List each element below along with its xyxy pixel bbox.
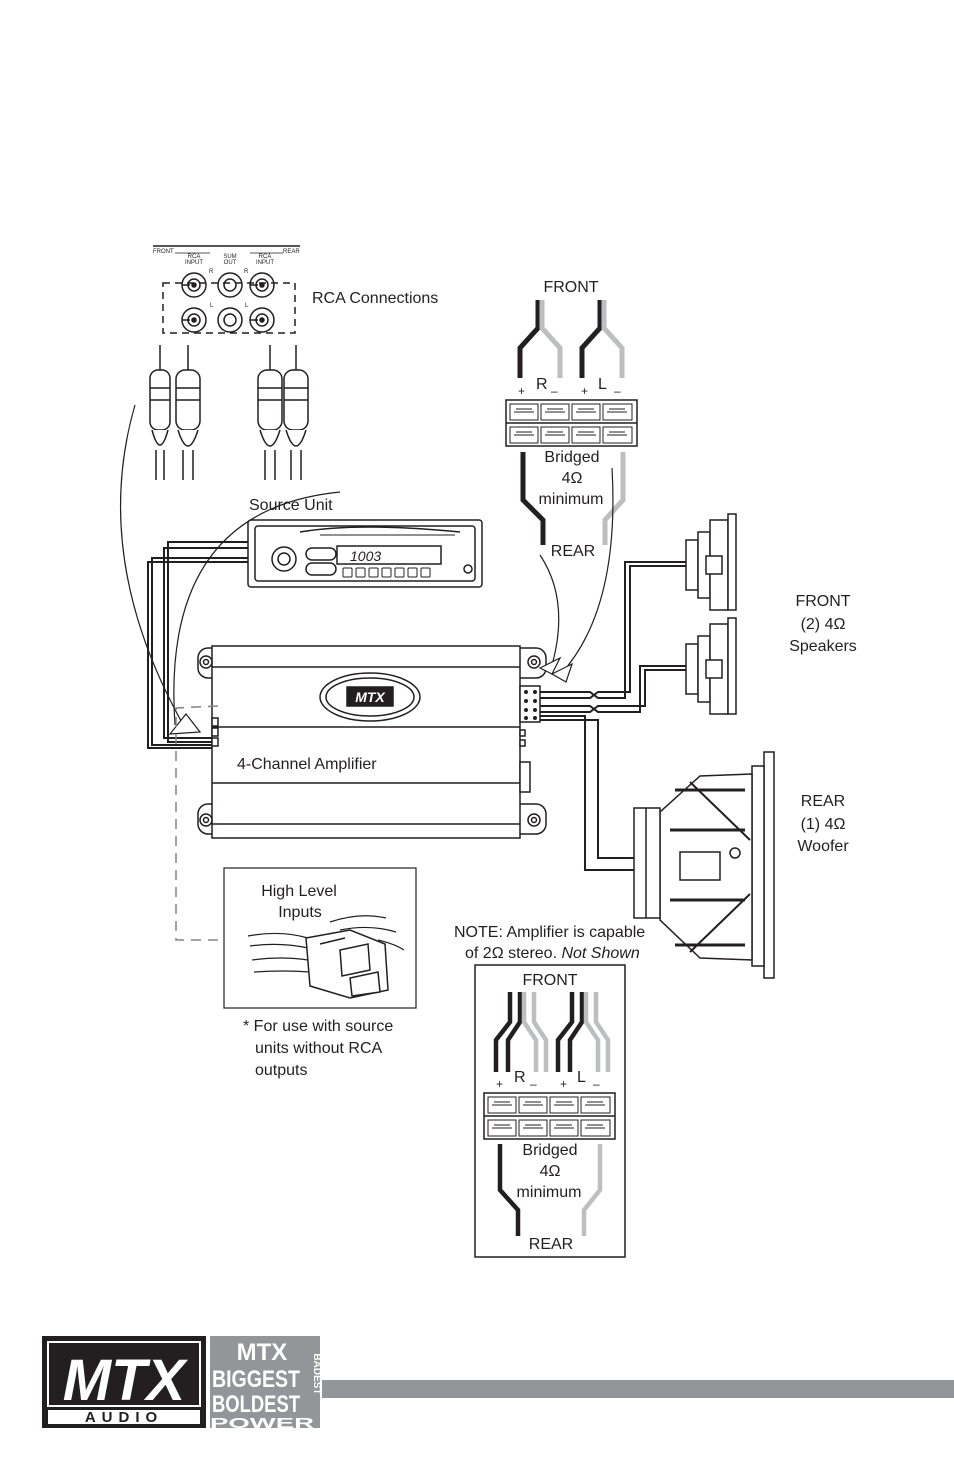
sum-out-label: SUM OUT <box>223 254 237 266</box>
high-level-foot2: units without RCA <box>255 1040 383 1057</box>
front-speakers-line3: Speakers <box>789 638 857 655</box>
front-speakers-line1: FRONT <box>795 593 851 610</box>
high-level-foot3: outputs <box>255 1062 308 1079</box>
terminal-top-bridged-2: 4Ω <box>561 470 583 487</box>
terminal-top-plus-l: + <box>581 384 589 398</box>
source-unit <box>247 519 483 588</box>
terminal-bottom-minus-r: – <box>530 1077 537 1091</box>
note-line2: of 2Ω stereo. Not Shown <box>465 943 640 964</box>
logo-biggest: BIGGEST <box>212 1366 300 1393</box>
rear-woofer-line1: REAR <box>800 793 846 810</box>
terminal-top-bridged-1: Bridged <box>544 449 600 466</box>
high-level-inputs-box <box>223 867 417 1009</box>
front-speaker-bottom <box>685 617 737 715</box>
terminal-top-rear: REAR <box>550 543 596 560</box>
rca-l-label-2: L <box>245 303 249 309</box>
terminal-bottom-plus-l: + <box>560 1077 568 1091</box>
terminal-bottom-bridged-2: 4Ω <box>539 1163 561 1180</box>
rca-plug-front-r <box>149 345 171 480</box>
terminal-top-r: R <box>536 376 548 393</box>
terminal-bottom-front-title: FRONT <box>522 972 578 989</box>
arrowheads <box>168 656 574 735</box>
note-line2-a: of 2Ω stereo. <box>465 945 562 962</box>
terminal-top-plus-r: + <box>518 384 526 398</box>
amp-emblem-text: MTX <box>355 689 386 705</box>
rca-input-front-label: RCA INPUT <box>185 254 203 266</box>
front-speakers-line2: (2) 4Ω <box>800 616 846 633</box>
logo-mtx: MTX <box>237 1339 288 1366</box>
high-level-foot1: * For use with source <box>243 1018 394 1035</box>
terminal-bottom-plus-r: + <box>496 1077 504 1091</box>
rca-plug-rear-r <box>257 345 283 480</box>
rca-r-label-2: R <box>244 269 249 275</box>
connection-arrows <box>119 404 614 729</box>
terminal-top-block <box>505 399 638 447</box>
high-level-line1: High Level <box>261 883 337 900</box>
terminal-top-l: L <box>598 376 607 393</box>
rear-woofer-line2: (1) 4Ω <box>800 816 846 833</box>
terminal-top-minus-r: – <box>551 384 558 398</box>
note-line1: NOTE: Amplifier is capable <box>454 924 646 941</box>
high-level-dashed-line <box>175 705 222 941</box>
terminal-top-wires <box>517 300 626 545</box>
terminal-bottom-l: L <box>577 1069 586 1086</box>
logo-boldest: BOLDEST <box>212 1391 300 1418</box>
terminal-bottom-r: R <box>514 1069 526 1086</box>
source-unit-display: 1003 <box>350 548 381 564</box>
logo-brand: MTX <box>63 1348 189 1413</box>
terminal-bottom-block <box>483 1092 616 1140</box>
terminal-top-bridged-3: minimum <box>538 491 604 508</box>
source-to-amp-wires <box>147 541 248 749</box>
terminal-top-front-title: FRONT <box>543 279 599 296</box>
logo-badest: BADEST <box>311 1353 322 1394</box>
rear-woofer-line3: Woofer <box>797 838 849 855</box>
terminal-bottom-minus-l: – <box>593 1077 600 1091</box>
rca-plug-front-l <box>175 345 201 480</box>
rca-input-rear-label: RCA INPUT <box>256 254 274 266</box>
footer-bar <box>322 1380 954 1398</box>
rca-plug-rear-l <box>283 345 309 480</box>
rca-rear-label: REAR <box>283 249 300 255</box>
rca-panel <box>153 245 300 334</box>
rca-connections-title: RCA Connections <box>312 290 439 307</box>
logo-audio: AUDIO <box>85 1409 163 1426</box>
note-line2-b: Not Shown <box>561 945 640 962</box>
logo-power: POWER <box>210 1415 314 1432</box>
rear-woofer <box>633 751 775 979</box>
rca-r-label-1: R <box>209 269 214 275</box>
amplifier-body <box>197 645 547 839</box>
terminal-bottom-rear: REAR <box>528 1236 574 1253</box>
high-level-line2: Inputs <box>278 904 322 921</box>
source-unit-label: Source Unit <box>249 497 333 514</box>
rca-plugs <box>149 345 309 480</box>
rca-l-label-1: L <box>210 303 214 309</box>
terminal-top-minus-l: – <box>614 384 621 398</box>
amplifier-label: 4-Channel Amplifier <box>237 756 377 773</box>
front-speaker-top <box>685 513 737 611</box>
terminal-bottom-bridged-3: minimum <box>516 1184 582 1201</box>
terminal-bottom-bridged-1: Bridged <box>522 1142 578 1159</box>
footer-logo <box>42 1336 954 1428</box>
rca-front-label: FRONT <box>153 249 174 255</box>
terminal-bottom-wires <box>493 992 611 1236</box>
